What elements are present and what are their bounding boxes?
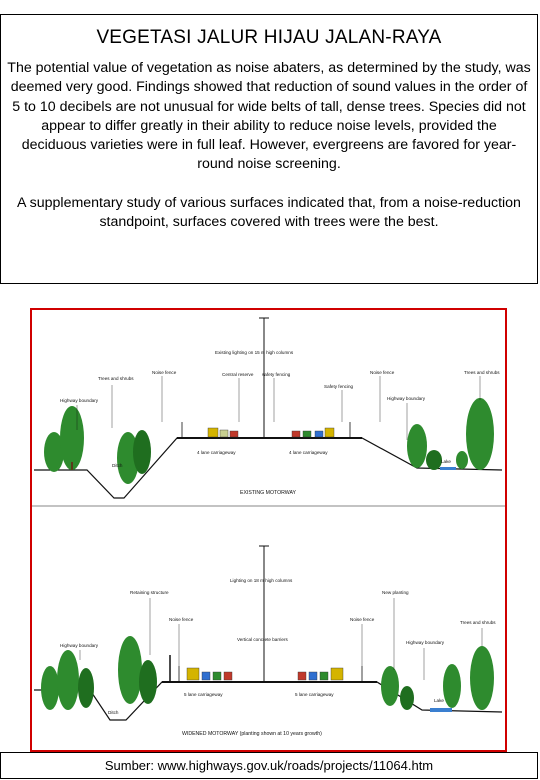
vehicles-widened [186, 667, 344, 681]
label-carriageway-right-existing: 4 lane carriageway [289, 450, 328, 455]
source-citation: Sumber: www.highways.gov.uk/roads/projec… [0, 752, 538, 779]
label-highway-boundary-right-existing: Highway boundary [387, 396, 426, 401]
caption-widened-motorway: WIDENED MOTORWAY (planting shown at 10 y… [182, 731, 322, 737]
label-noise-fence-left-existing: Noise fence [152, 370, 177, 375]
label-noise-fence-left-widened: Noise fence [169, 617, 194, 622]
paragraph-surfaces: A supplementary study of various surface… [17, 194, 521, 231]
label-trees-left-existing: Trees and shrubs [98, 376, 134, 381]
label-retaining-structure: Retaining structure [130, 590, 169, 595]
text-box: VEGETASI JALUR HIJAU JALAN-RAYA The pote… [0, 14, 538, 284]
caption-existing-motorway: EXISTING MOTORWAY [240, 490, 297, 496]
label-highway-boundary-left-widened: Highway boundary [60, 643, 99, 648]
page-title: VEGETASI JALUR HIJAU JALAN-RAYA [96, 27, 442, 48]
paragraph-vegetation-noise: The potential value of vegetation as noi… [7, 60, 531, 173]
label-central-reserve: Central reserve [222, 372, 254, 377]
label-lighting-widened: Lighting on 18 m high columns [230, 578, 293, 583]
label-lake-existing: Lake [441, 459, 451, 464]
vehicles-existing [207, 427, 335, 438]
motorway-cross-section-figure: Existing lighting on 15 m high columns T… [30, 308, 507, 752]
label-new-planting: New planting [382, 590, 409, 595]
ground-profile-widened [34, 681, 503, 721]
label-carriageway-right-widened: 5 lane carriageway [295, 692, 334, 697]
label-ditch-existing: Ditch [112, 463, 123, 468]
tree-group-left [44, 406, 151, 484]
label-highway-boundary-right-widened: Highway boundary [406, 640, 445, 645]
label-carriageway-left-widened: 5 lane carriageway [184, 692, 223, 697]
tree-group-right-widened [381, 646, 494, 710]
lake-widened [430, 708, 452, 712]
label-safety-fencing: safety fencing [262, 372, 291, 377]
ground-profile-existing [34, 437, 503, 499]
lake-existing [440, 467, 456, 470]
tree-group-right [407, 398, 494, 470]
label-highway-boundary-left-existing: Highway boundary [60, 398, 99, 403]
label-vertical-barriers: Vertical concrete barriers [237, 637, 289, 642]
label-lighting-existing: Existing lighting on 15 m high columns [215, 350, 294, 355]
label-ditch-widened: Ditch [108, 710, 119, 715]
label-carriageway-left-existing: 4 lane carriageway [197, 450, 236, 455]
existing-motorway-section: Existing lighting on 15 m high columns T… [34, 317, 503, 499]
label-safety-fencing-right: Safety fencing [324, 384, 354, 389]
tree-group-left-widened [41, 636, 157, 710]
cross-section-diagram: Existing lighting on 15 m high columns T… [32, 317, 505, 737]
label-noise-fence-right-widened: Noise fence [350, 617, 375, 622]
label-trees-right-existing: Trees and shrubs [464, 370, 500, 375]
label-noise-fence-right-existing: Noise fence [370, 370, 395, 375]
label-trees-right-widened: Trees and shrubs [460, 620, 496, 625]
label-lake-widened: Lake [434, 698, 444, 703]
widened-motorway-section: Lighting on 18 m high columns Retaining … [34, 545, 503, 737]
